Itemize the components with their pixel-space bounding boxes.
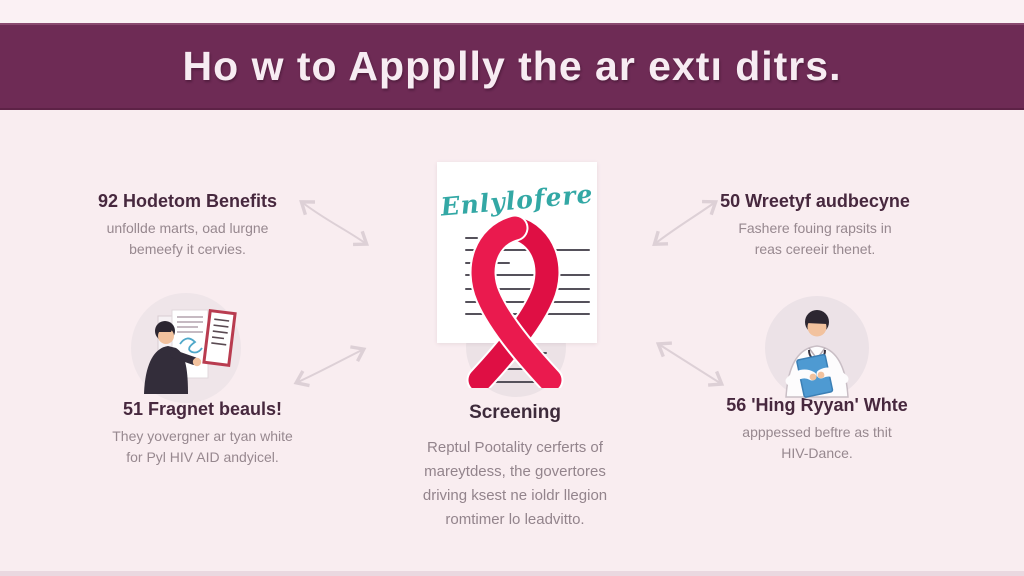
step-bottom-right: 56 'Hing Ryyan' Whte apppessed beftre as… <box>697 394 937 464</box>
step-top-right: 50 Wreetyf audbecyne Fashere fouing raps… <box>700 190 930 260</box>
step-body-line: HIV-Dance. <box>781 445 853 461</box>
step-body-line: bemeefy it cervies. <box>129 241 246 257</box>
step-body-line: apppessed beftre as thit <box>742 424 892 440</box>
document-line <box>483 381 550 383</box>
top-strip <box>0 0 1024 23</box>
step-body-line: unfollde marts, oad lurgne <box>106 220 269 236</box>
page-title: Ho w to Appplly the ar extı ditrs. <box>182 43 842 89</box>
document-line <box>465 288 590 290</box>
step-heading: 51 Fragnet beauls! <box>122 399 283 419</box>
awareness-ribbon-icon <box>466 214 564 388</box>
step-body-line: for Pyl HIV AID andyicel. <box>126 449 279 465</box>
curved-double-arrow-icon <box>655 341 725 387</box>
step-body-line: driving ksest ne ioldr llegion <box>422 487 608 504</box>
curved-double-arrow-icon <box>293 345 367 388</box>
curved-double-arrow-icon <box>299 200 370 247</box>
curved-double-arrow-icon <box>652 199 719 247</box>
doctor-tablet-icon <box>765 296 869 400</box>
step-center-screening: Screening Reptul Pootality cerferts of m… <box>380 402 650 532</box>
document-line <box>487 368 553 370</box>
step-body-line: reas cereeir thenet. <box>754 241 876 257</box>
step-heading: 92 Hodetom Benefits <box>97 191 278 211</box>
bottom-edge-shade <box>0 571 1024 576</box>
title-banner: Ho w to Appplly the ar extı ditrs. <box>0 23 1024 110</box>
document-line <box>465 274 590 276</box>
person-documents-icon <box>131 293 241 403</box>
step-top-left: 92 Hodetom Benefits unfollde marts, oad … <box>75 190 300 260</box>
step-body-line: Reptul Pootality cerferts of <box>427 439 603 456</box>
step-bottom-left: 51 Fragnet beauls! They yovergner ar tya… <box>85 398 320 468</box>
step-body-line: Fashere fouing rapsits in <box>738 220 892 236</box>
step-heading: 50 Wreetyf audbecyne <box>720 191 910 211</box>
step-heading: 56 'Hing Ryyan' Whte <box>726 395 908 415</box>
step-body-line: mareytdess, the govertores <box>424 463 606 480</box>
document-line <box>465 237 478 239</box>
step-heading: Screening <box>469 402 561 423</box>
step-body-line: They yovergner ar tyan white <box>112 428 293 444</box>
step-body-line: romtimer lo leadvitto. <box>445 511 585 528</box>
